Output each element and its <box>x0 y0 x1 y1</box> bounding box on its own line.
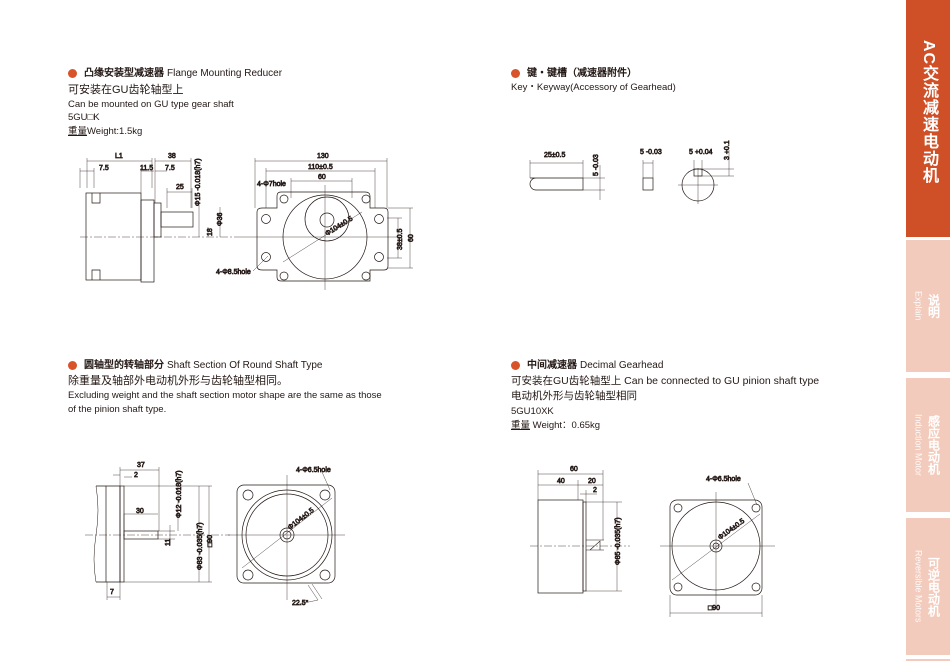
hole-6-5-label: 4-Φ6.5hole <box>296 467 331 474</box>
decimal-line1: 可安装在GU齿轮轴型上 Can be connected to GU pinio… <box>511 375 820 387</box>
flange-weight: 重量Weight:1.5kg <box>68 125 142 138</box>
dim-60: 60 <box>318 174 326 181</box>
round-title-zh: 圆轴型的转轴部分 <box>84 360 164 371</box>
decimal-model: 5GU10XK <box>511 406 554 417</box>
bullet-icon <box>68 69 77 78</box>
key-length-dim: 25±0.5 <box>544 152 565 159</box>
round-line2: Excluding weight and the shaft section m… <box>68 390 382 401</box>
flange-title-zh: 凸缘安装型减速器 <box>84 68 164 79</box>
dim-l1: L1 <box>115 153 123 160</box>
decimal-weight: 重量 Weight：0.65kg <box>511 419 600 432</box>
keyway-width-dim: 5 +0.04 <box>689 149 713 156</box>
key-title: 键・键槽（减速器附件） <box>527 67 640 80</box>
dim-phi104: Φ104±0.5 <box>717 518 746 542</box>
dim-2: 2 <box>593 487 597 494</box>
weight-label: 重量 <box>68 126 88 137</box>
round-line1: 除重量及轴部外电动机外形与齿轮轴型相同。 <box>68 375 288 387</box>
bullet-icon <box>68 361 77 370</box>
dim-square-90: □90 <box>708 605 720 612</box>
dim-phi85: Φ85 -0.035(h7) <box>615 517 622 565</box>
tab-label-en: Induction Motor <box>913 413 924 477</box>
dim-phi104: Φ104±0.5 <box>287 507 316 532</box>
flange-line2: Can be mounted on GU type gear shaft <box>68 99 234 110</box>
dim-angle: 22.5° <box>292 599 309 607</box>
flange-model: 5GU□K <box>68 112 100 123</box>
key-height-dim: 5 -0.03 <box>593 154 600 176</box>
decimal-title-en: Decimal Gearhead <box>580 360 664 371</box>
dim-60: 60 <box>570 466 578 473</box>
dim-11: 11 <box>165 539 172 546</box>
tab-label-zh: 说明 <box>926 294 941 318</box>
dim-11-5: 11.5 <box>140 165 153 172</box>
key-title-zh: 键・键槽（减速器附件） <box>527 68 637 79</box>
dim-square-90: □90 <box>207 535 214 547</box>
round-line3: of the pinion shaft type. <box>68 404 167 415</box>
sidebar-tab-next <box>906 659 950 661</box>
hole-8-5-label: 4-Φ8.5hole <box>216 269 251 276</box>
dim-130: 130 <box>317 153 329 160</box>
decimal-front-view: 4-Φ6.5hole Φ104±0.5 □90 <box>660 476 775 617</box>
tab-label-en: Explain <box>913 291 924 321</box>
round-front-view: 4-Φ6.5hole Φ104±0.5 22.5° <box>228 467 345 607</box>
decimal-side-view: 60 40 20 2 Φ85 -0.035(h7) <box>530 466 630 594</box>
sidebar-title: AC交流减速电动机 <box>920 40 937 185</box>
decimal-title-zh: 中间减速器 <box>527 360 577 371</box>
key-title-en: Key・Keyway(Accessory of Gearhead) <box>511 82 676 93</box>
dim-30: 30 <box>136 508 144 515</box>
dim-38-vertical: 38±0.5 <box>397 229 404 250</box>
sidebar-tab-ac-gear-motor[interactable]: AC交流减速电动机 <box>906 0 950 237</box>
dim-25: 25 <box>176 184 184 191</box>
flange-title-en: Flange Mounting Reducer <box>167 68 283 79</box>
dim-37: 37 <box>137 462 145 469</box>
flange-side-view: L1 38 7.5 11.5 7.5 25 Φ15 -0.018(h7) Φ36… <box>79 153 240 283</box>
round-title-en: Shaft Section Of Round Shaft Type <box>167 360 323 371</box>
key-width-dim: 5 -0.03 <box>640 149 662 156</box>
dim-38: 38 <box>168 153 176 160</box>
round-side-view: 37 2 30 Φ12 -0.018(h7) 11 Φ83 -0.035(h7)… <box>85 462 230 600</box>
flange-line1: 可安装在GU齿轮轴型上 <box>68 84 184 96</box>
dim-phi15: Φ15 -0.018(h7) <box>195 158 202 206</box>
hole-7-label: 4-Φ7hole <box>257 181 286 188</box>
keyway-depth-dim: 3 +0.1 <box>724 140 731 160</box>
dim-2: 2 <box>134 472 138 479</box>
tab-label-en: Reversible Motors <box>913 550 924 623</box>
dim-phi83: Φ83 -0.035(h7) <box>197 522 204 570</box>
key-drawings: 25±0.5 5 -0.03 5 -0.03 5 +0.04 3 +0.1 <box>529 140 734 204</box>
dim-7-5: 7.5 <box>99 165 109 172</box>
dim-60-vertical: 60 <box>408 234 415 242</box>
dim-40: 40 <box>557 478 565 485</box>
dim-18: 18 <box>207 228 214 236</box>
tab-label-zh: 感应电动机 <box>926 415 941 475</box>
dim-phi12: Φ12 -0.018(h7) <box>176 470 183 518</box>
flange-front-view: 130 110±0.5 60 4-Φ7hole Φ104±0.5 38±0.5 … <box>216 153 415 290</box>
dim-7: 7 <box>110 589 114 596</box>
hole-6-5-label: 4-Φ6.5hole <box>706 476 741 483</box>
decimal-line2: 电动机外形与齿轮轴型相同 <box>511 390 637 402</box>
dim-110: 110±0.5 <box>308 164 333 171</box>
weight-value: Weight:1.5kg <box>87 126 143 137</box>
weight-label: 重量 <box>511 420 531 431</box>
weight-value: Weight：0.65kg <box>530 420 601 431</box>
tab-label-zh: 可逆电动机 <box>926 556 941 617</box>
bullet-icon <box>511 69 520 78</box>
bullet-icon <box>511 361 520 370</box>
dim-phi36: Φ36 <box>217 213 224 226</box>
dim-7-5: 7.5 <box>165 165 175 172</box>
dim-20: 20 <box>588 478 596 485</box>
